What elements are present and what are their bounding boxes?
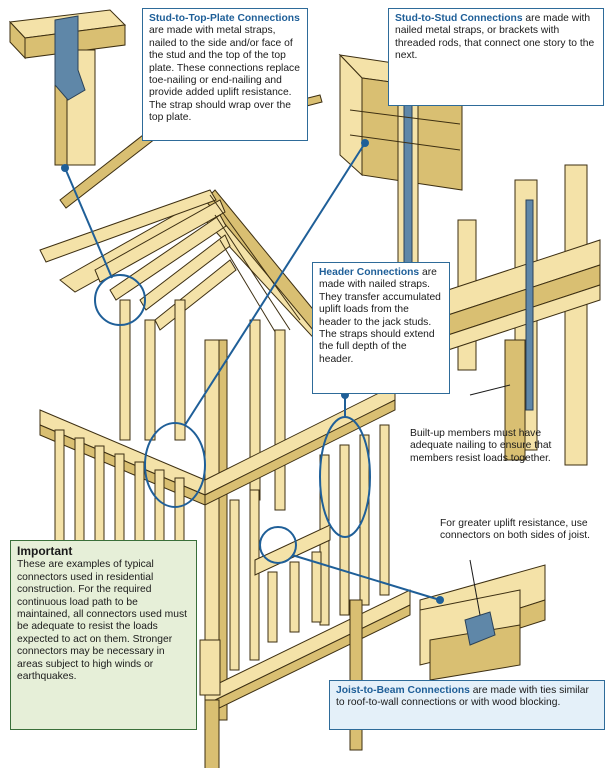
- callout-stud-to-stud: Stud-to-Stud Connections are made with n…: [388, 8, 604, 106]
- foundation-block: [200, 640, 220, 695]
- top-plate-detail: [10, 10, 125, 165]
- important-note: Important These are examples of typical …: [10, 540, 197, 730]
- callout-stud-to-top-plate: Stud-to-Top-Plate Connections are made w…: [142, 8, 308, 141]
- callout-header: Header Connections are made with nailed …: [312, 262, 450, 394]
- callout-body: For greater uplift resistance, use conne…: [440, 518, 590, 541]
- callout-heading: Stud-to-Stud Connections: [395, 13, 523, 24]
- callout-heading: Joist-to-Beam Connections: [336, 685, 470, 696]
- callout-heading: Stud-to-Top-Plate Connections: [149, 13, 300, 24]
- callout-joist-to-beam: Joist-to-Beam Connections are made with …: [329, 680, 605, 730]
- callout-body: Built-up members must have adequate nail…: [410, 428, 551, 464]
- important-title: Important: [17, 545, 190, 557]
- header-strap-icon: [526, 200, 533, 410]
- header-detail: [448, 165, 600, 465]
- callout-heading: Header Connections: [319, 267, 419, 278]
- callout-built-up-members: Built-up members must have adequate nail…: [410, 428, 560, 465]
- important-body: These are examples of typical connectors…: [17, 559, 187, 682]
- callout-uplift-resistance: For greater uplift resistance, use conne…: [440, 518, 605, 543]
- joist-beam-detail: [420, 565, 545, 680]
- callout-body: are made with metal straps, nailed to th…: [149, 25, 300, 123]
- callout-body: are made with nailed straps. They transf…: [319, 267, 441, 365]
